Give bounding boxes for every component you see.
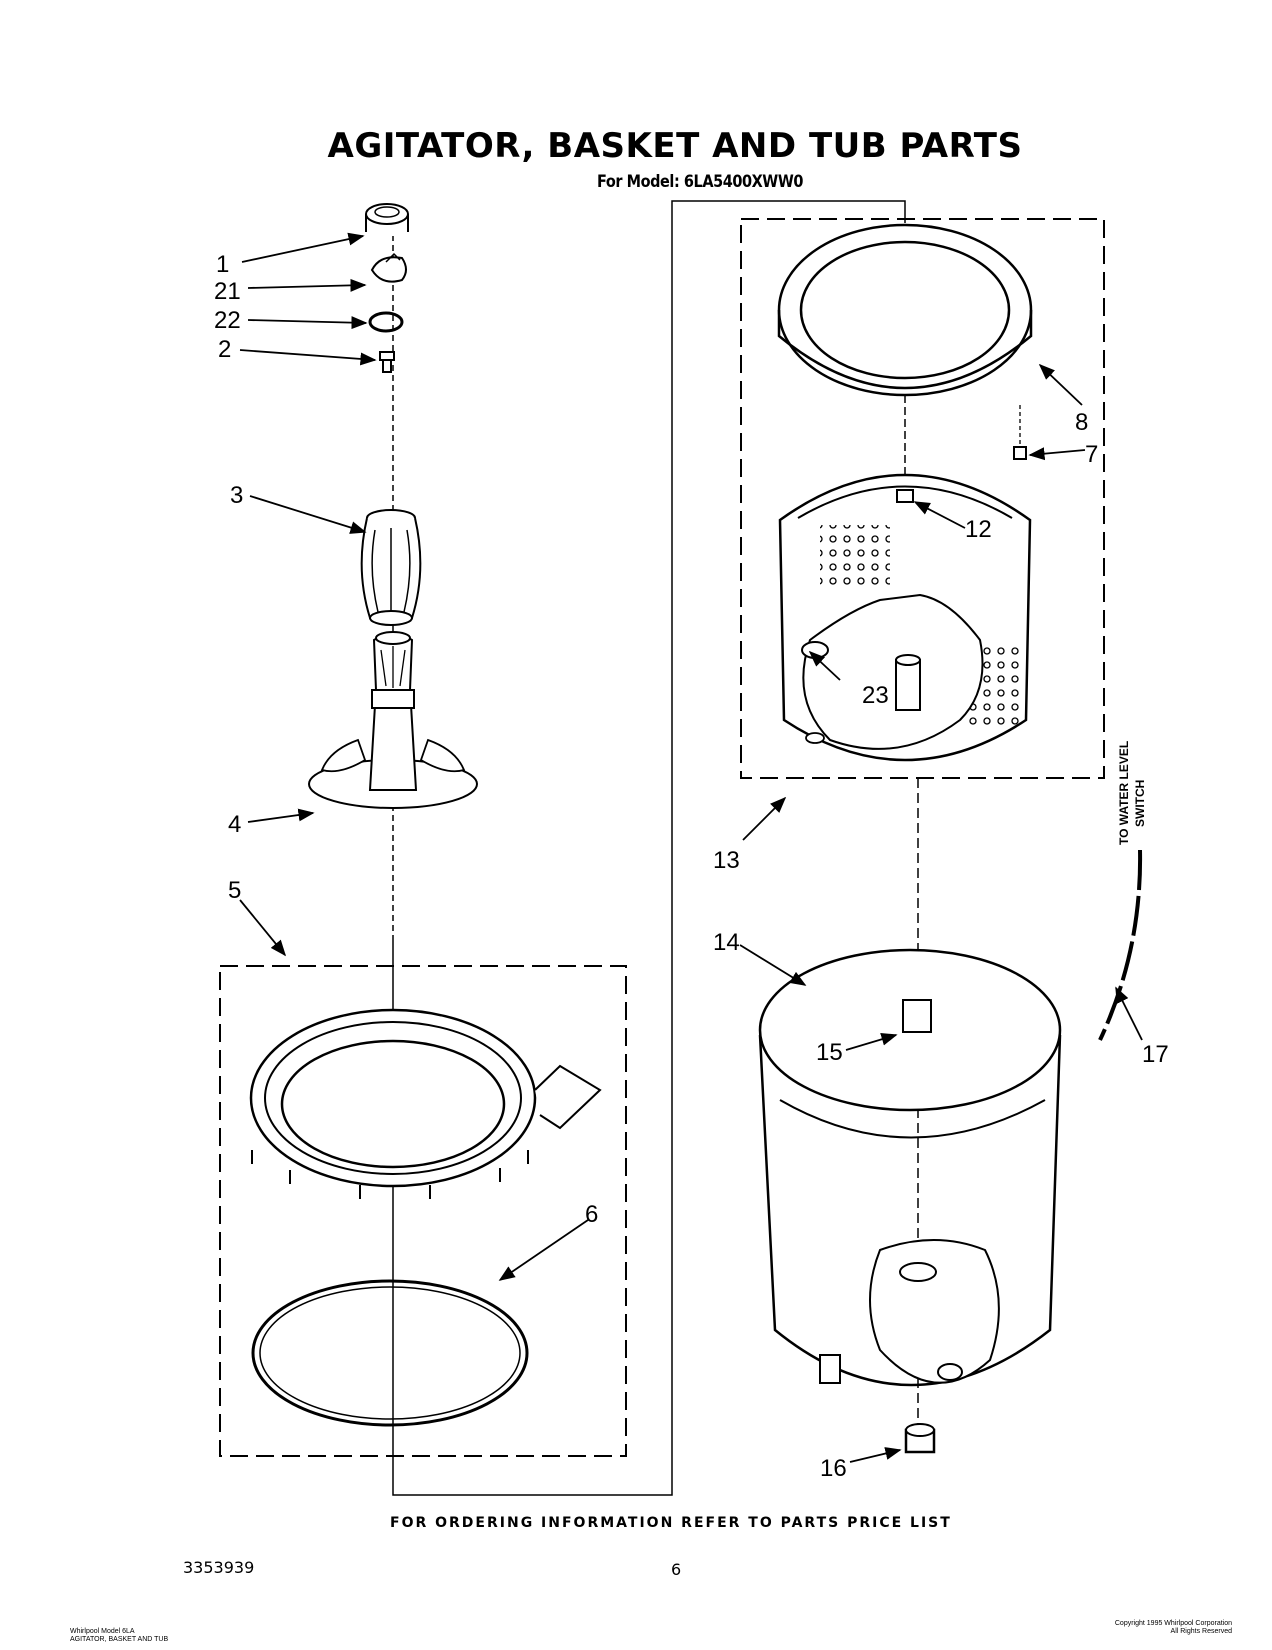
callout-16: 16 (820, 1455, 847, 1482)
balance-ring (777, 223, 1033, 397)
outer-tub (758, 948, 1062, 1387)
drain-nut (904, 1423, 936, 1454)
pressure-hose (1098, 849, 1143, 1041)
ordering-info: FOR ORDERING INFORMATION REFER TO PARTS … (390, 1515, 952, 1531)
page-title: AGITATOR, BASKET AND TUB PARTS (327, 126, 1023, 166)
callout-5: 5 (228, 877, 241, 904)
page-number: 6 (671, 1560, 682, 1579)
tub-gasket (251, 1279, 529, 1427)
tub-ring (249, 1008, 602, 1199)
callout-15: 15 (816, 1039, 843, 1066)
callout-21: 21 (214, 278, 241, 305)
agitator-base (308, 631, 478, 809)
callout-17: 17 (1142, 1041, 1169, 1068)
water-level-label-line2: SWITCH (1133, 780, 1147, 827)
callout-23: 23 (862, 682, 889, 709)
seal-assembly-box (219, 965, 627, 1457)
callout-2: 2 (218, 336, 231, 363)
callout-3: 3 (230, 482, 243, 509)
callout-4: 4 (228, 811, 241, 838)
screw (1013, 405, 1027, 460)
basket-assembly-box (740, 218, 1105, 779)
o-ring (368, 311, 404, 333)
callout-13: 13 (713, 847, 740, 874)
callout-12: 12 (965, 516, 992, 543)
callout-1: 1 (216, 251, 229, 278)
callout-14: 14 (713, 929, 740, 956)
callout-22: 22 (214, 307, 241, 334)
wash-basket (778, 473, 1032, 762)
agitator-barrel (360, 509, 422, 626)
callout-7: 7 (1085, 441, 1098, 468)
fine-print-right: Copyright 1995 Whirlpool Corporation All… (1114, 1620, 1232, 1635)
model-line: For Model: 6LA5400XWW0 (597, 172, 803, 192)
agitator-cap (365, 203, 409, 236)
agitator-bolt (379, 351, 395, 373)
connector-line (392, 200, 906, 1496)
callout-6: 6 (585, 1201, 598, 1228)
cam-part (370, 252, 407, 283)
fine-print-left: Whirlpool Model 6LA AGITATOR, BASKET AND… (70, 1628, 169, 1643)
water-level-label-line1: TO WATER LEVEL (1117, 741, 1131, 845)
document-number: 3353939 (183, 1558, 255, 1577)
callout-8: 8 (1075, 409, 1088, 436)
